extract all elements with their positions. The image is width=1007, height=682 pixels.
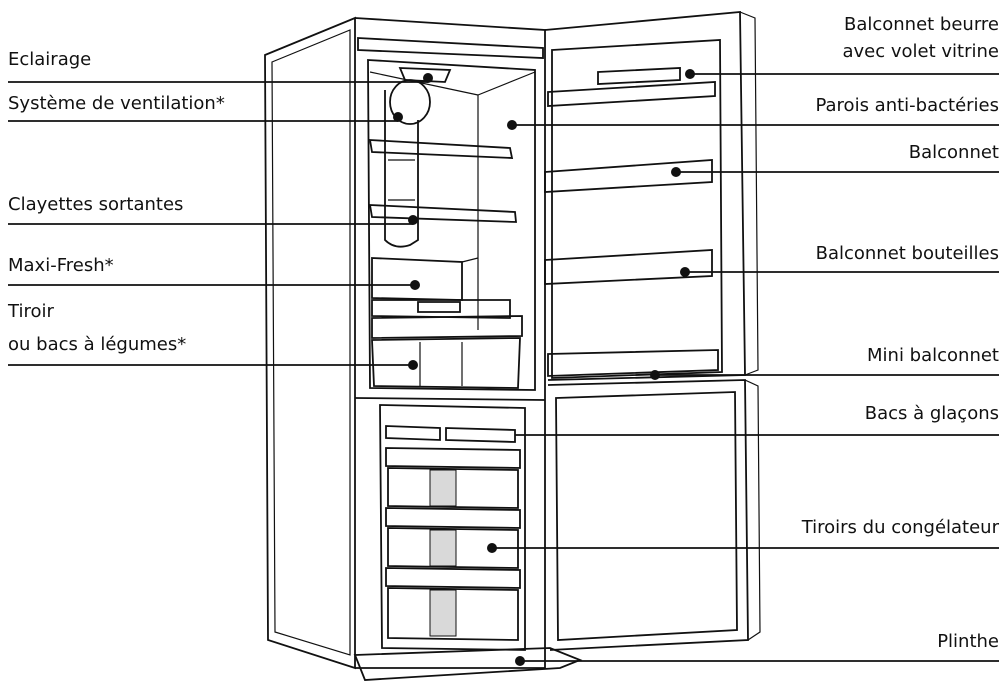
- label-beurre-line1: Balconnet beurre: [843, 14, 999, 35]
- label-tiroir-line2: ou bacs à légumes*: [8, 334, 187, 355]
- refrigerator-illustration: [264, 11, 761, 681]
- label-balconnet: Balconnet: [908, 142, 999, 163]
- label-congelateur: Tiroirs du congélateur: [801, 517, 999, 538]
- label-bouteilles: Balconnet bouteilles: [815, 243, 999, 264]
- label-plinthe: Plinthe: [937, 631, 999, 652]
- label-glacons: Bacs à glaçons: [864, 403, 999, 424]
- label-eclairage: Eclairage: [8, 49, 92, 70]
- label-tiroir-line1: Tiroir: [8, 301, 54, 322]
- label-clayettes: Clayettes sortantes: [8, 194, 184, 215]
- label-maxifresh: Maxi-Fresh*: [8, 255, 114, 276]
- label-beurre-line2: avec volet vitrine: [842, 41, 1000, 62]
- label-parois: Parois anti-bactéries: [815, 95, 999, 116]
- leader-lines: [8, 69, 999, 666]
- label-mini: Mini balconnet: [867, 345, 999, 366]
- label-ventilation: Système de ventilation*: [8, 93, 225, 114]
